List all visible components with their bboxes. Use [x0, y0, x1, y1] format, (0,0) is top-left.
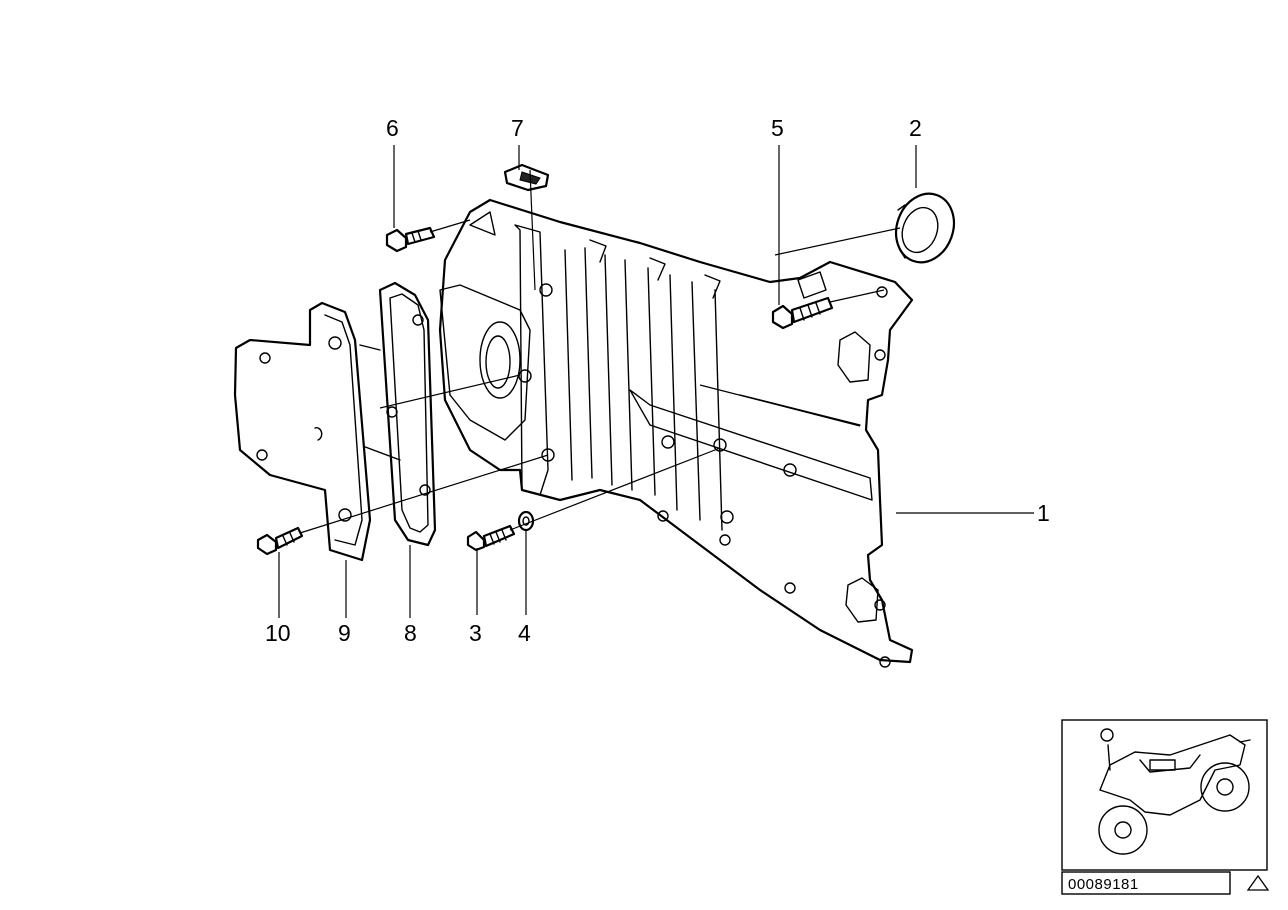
- diagram-id-box: 00089181: [1061, 871, 1231, 895]
- triangle-outline-icon: [1246, 874, 1270, 891]
- callout-labels: 1 2 3 4 5 6 7 8 9 10: [265, 115, 1050, 646]
- diagram-id: 00089181: [1068, 876, 1139, 893]
- housing-cover: [438, 198, 914, 668]
- gasket-8: [359, 281, 437, 547]
- callout-9: 9: [338, 620, 351, 646]
- bolt-5: [771, 296, 834, 330]
- callout-1: 1: [1037, 500, 1050, 526]
- bolt-10: [256, 526, 304, 556]
- location-thumbnail: [1061, 719, 1268, 871]
- washer-4: [517, 510, 535, 532]
- bolt-6: [385, 226, 436, 253]
- callout-7: 7: [511, 115, 524, 141]
- assembly-lines: [299, 169, 901, 534]
- clip-7: [503, 163, 550, 192]
- motorcycle-outline-icon: [1098, 728, 1251, 855]
- callout-2: 2: [909, 115, 922, 141]
- callout-leaders: [278, 145, 1034, 618]
- bolt-3: [466, 524, 516, 552]
- callout-3: 3: [469, 620, 482, 646]
- callout-5: 5: [771, 115, 784, 141]
- cover-plate-9: [233, 301, 372, 562]
- callout-8: 8: [404, 620, 417, 646]
- callout-6: 6: [386, 115, 399, 141]
- callout-10: 10: [265, 620, 291, 646]
- callout-4: 4: [518, 620, 531, 646]
- shaft-seal: [894, 192, 956, 264]
